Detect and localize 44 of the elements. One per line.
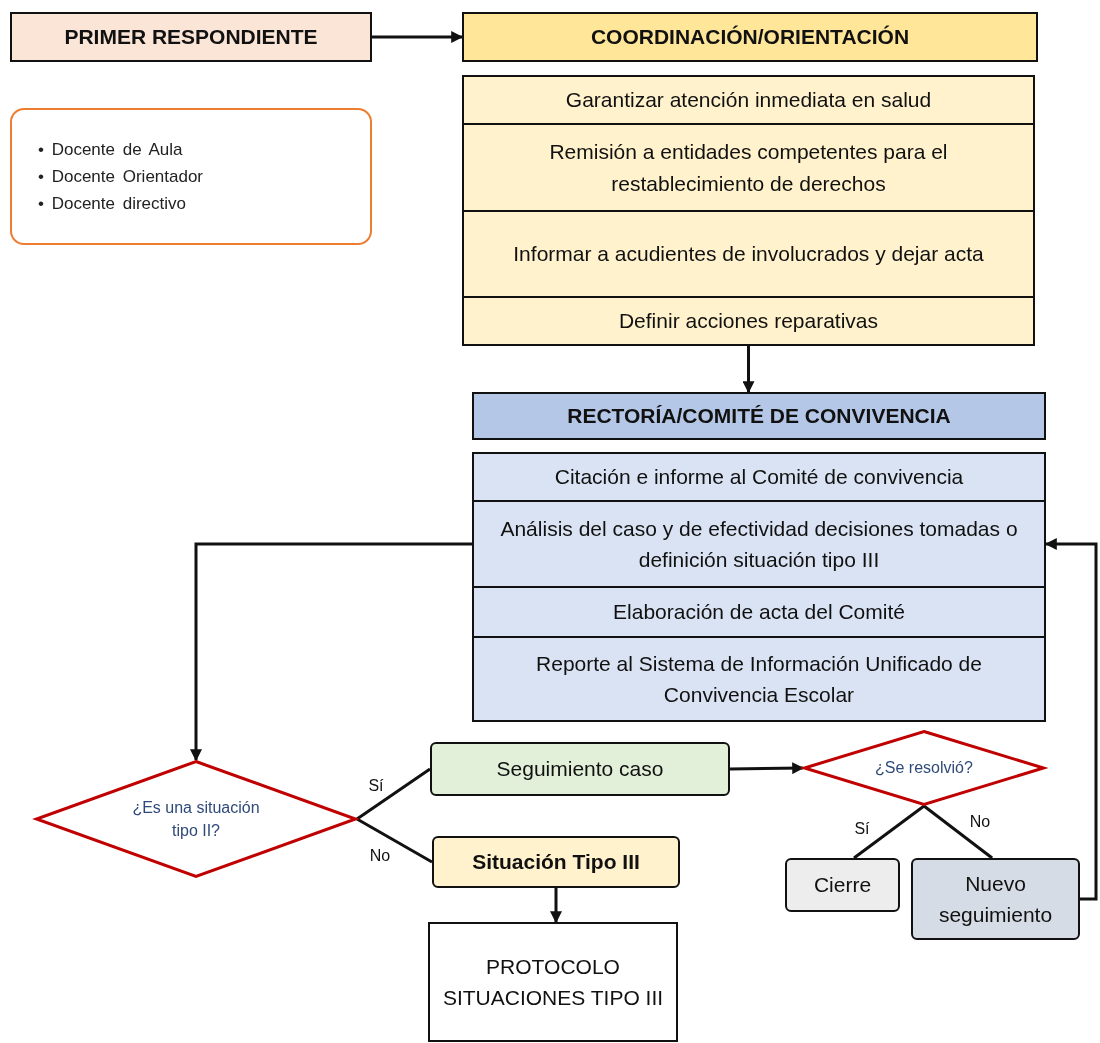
connector-arrow xyxy=(372,31,464,43)
box-text: Cierre xyxy=(813,872,872,899)
box-text: Citación e informe al Comité de convivencia xyxy=(554,464,964,491)
connector-arrow xyxy=(742,346,755,394)
connector-arrow xyxy=(190,542,472,762)
box-text: Nuevo seguimiento xyxy=(937,870,1054,928)
process-box xyxy=(785,858,900,912)
process-box xyxy=(462,210,1035,298)
process-box xyxy=(472,636,1046,722)
title-box xyxy=(462,12,1038,62)
box-text: Informar a acudientes de involucrados y dejar acta xyxy=(513,241,984,268)
process-box xyxy=(472,586,1046,638)
title-box xyxy=(10,12,372,62)
box-text: COORDINACIÓN/ORIENTACIÓN xyxy=(590,24,910,51)
connector-arrow xyxy=(729,762,805,775)
process-box xyxy=(472,452,1046,502)
box-text: RECTORÍA/COMITÉ DE CONVIVENCIA xyxy=(567,403,951,430)
process-box xyxy=(430,742,730,796)
role-list-box xyxy=(10,108,372,245)
box-text: PRIMER RESPONDIENTE xyxy=(64,24,318,51)
decision-question: ¿Se resolvió? xyxy=(875,758,973,779)
process-box xyxy=(472,500,1046,588)
box-text: Reporte al Sistema de Información Unificado de Convivencia Escolar xyxy=(535,650,983,708)
process-box xyxy=(432,836,680,888)
process-box xyxy=(462,296,1035,346)
box-text: Análisis del caso y de efectividad decisiones tomadas o definición situación tipo III xyxy=(499,515,1019,573)
list-item: • Docente directivo xyxy=(38,193,188,216)
list-item: • Docente Orientador xyxy=(38,165,205,188)
decision-diamond xyxy=(35,760,357,878)
box-text: Definir acciones reparativas xyxy=(618,308,879,335)
process-box xyxy=(462,123,1035,212)
process-box xyxy=(428,922,678,1042)
list-item: • Docente de Aula xyxy=(38,138,184,161)
process-box xyxy=(911,858,1080,940)
decision-question: ¿Es una situación tipo II? xyxy=(131,797,261,841)
box-text: Elaboración de acta del Comité xyxy=(613,599,905,626)
box-text: Remisión a entidades competentes para el restablecimiento de derechos xyxy=(548,139,949,197)
box-text: Garantizar atención inmediata en salud xyxy=(565,87,932,114)
box-text: Seguimiento caso xyxy=(496,756,664,783)
process-box xyxy=(462,75,1035,125)
connector-arrow xyxy=(550,888,562,924)
title-box xyxy=(472,392,1046,440)
box-text: PROTOCOLO SITUACIONES TIPO III xyxy=(441,953,665,1011)
box-text: Situación Tipo III xyxy=(472,849,640,876)
